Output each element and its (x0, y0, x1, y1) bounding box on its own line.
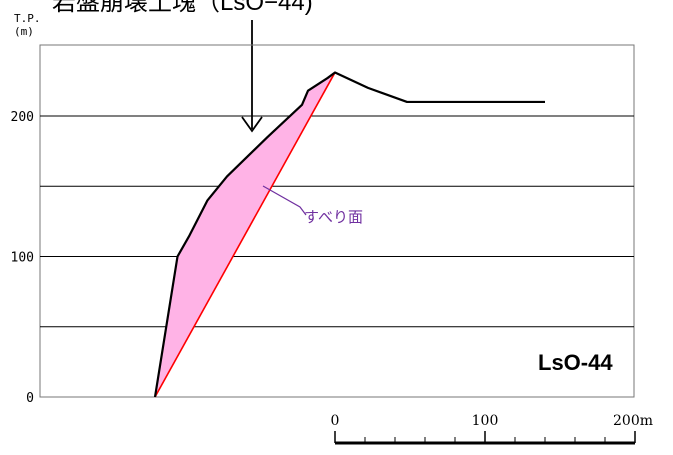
y-tick-label-100: 100 (11, 251, 34, 266)
y-axis-label-tp: T.P. (14, 12, 41, 25)
diagram-title: 岩盤崩壊土塊（LsO−44) (52, 0, 313, 16)
y-tick-label-0: 0 (26, 391, 34, 406)
y-axis-label-unit: (m) (14, 25, 34, 38)
gridlines (40, 115, 634, 328)
scale-label-200m: 200m (613, 413, 653, 429)
y-tick-labels: 0 100 200 (11, 110, 34, 406)
ground-profile-line (153, 71, 545, 398)
scale-bar-minor-ticks (364, 437, 606, 443)
title-arrow-head (241, 116, 263, 133)
section-id-label: LsO-44 (538, 350, 613, 375)
slip-surface-line (154, 72, 336, 398)
scale-bar: 0 100 200m (331, 413, 653, 445)
scale-label-0: 0 (331, 413, 340, 429)
y-tick-label-200: 200 (11, 110, 34, 125)
slip-surface-leader (262, 185, 307, 216)
slip-surface-label: すべり面 (304, 209, 363, 226)
scale-label-100: 100 (472, 413, 499, 429)
plot-frame (39, 44, 635, 398)
